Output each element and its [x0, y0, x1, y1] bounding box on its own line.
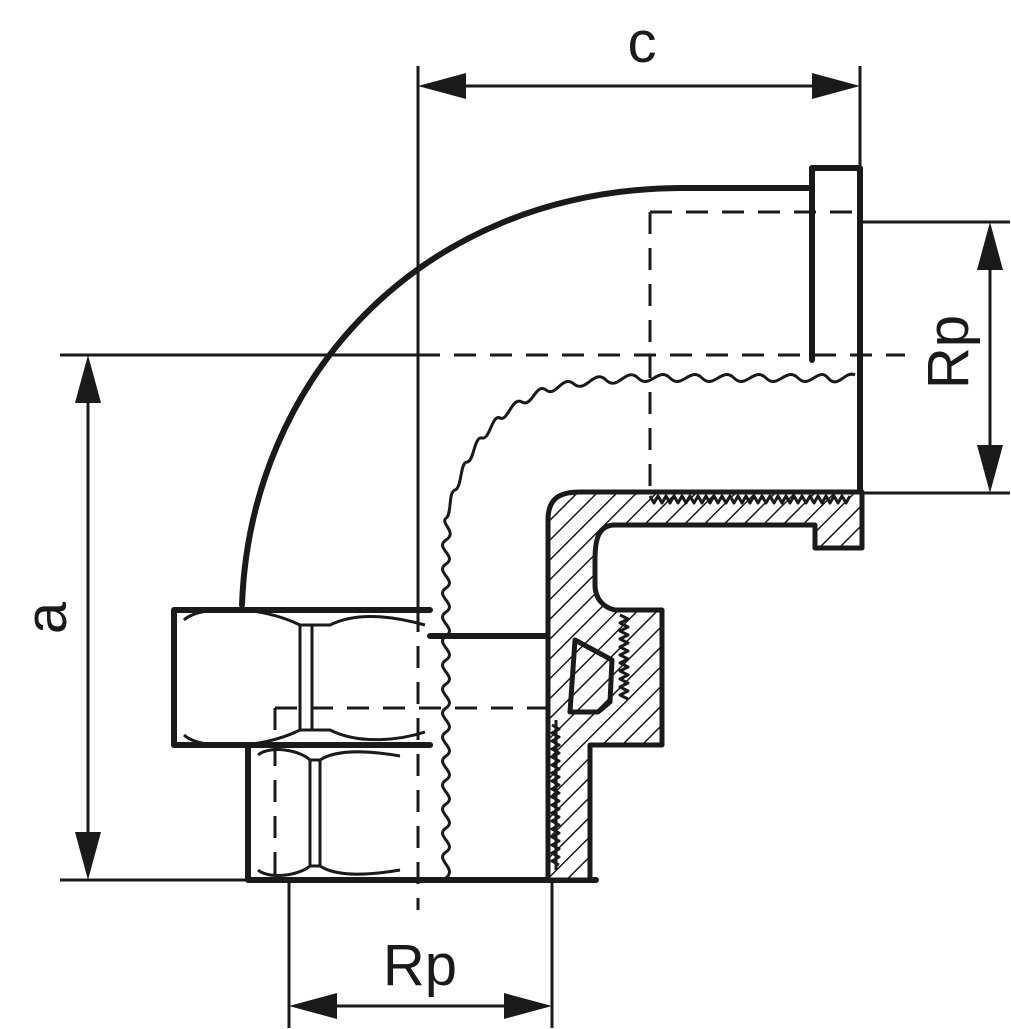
label-rp-bottom: Rp: [383, 933, 457, 998]
arrowhead-bottom: [977, 445, 1003, 493]
label-c: c: [628, 10, 657, 75]
arrowhead-bottom: [75, 832, 101, 880]
arrowhead-top: [75, 355, 101, 403]
flange-outline: [809, 165, 863, 496]
dimension-c: c: [416, 10, 862, 610]
side-thread-teeth: [618, 613, 630, 701]
dimension-rp-bottom: Rp: [287, 880, 554, 1028]
label-rp-right: Rp: [916, 315, 981, 389]
nut-lower-chamfer: [257, 748, 401, 762]
arrowhead-left: [418, 73, 466, 99]
label-a: a: [14, 601, 79, 634]
hatched-seat-insert: [567, 637, 615, 715]
nut-lower-body: [245, 742, 599, 883]
dimension-a: a: [14, 353, 418, 882]
thread-profiles: [441, 372, 856, 880]
outer-bend-arc: [239, 185, 815, 608]
section-hatching: [545, 489, 865, 883]
dimension-rp-right: Rp: [860, 220, 1010, 495]
arrowhead-top: [977, 222, 1003, 270]
nut-lower-chamfer-bottom: [257, 864, 401, 878]
top-thread-teeth: [648, 494, 852, 505]
arrowhead-right: [812, 73, 860, 99]
nut-outer-body: [171, 607, 433, 748]
centerlines: [273, 210, 905, 910]
arrowhead-right: [504, 993, 552, 1019]
curved-thread-profile: [444, 372, 856, 520]
bottom-thread-teeth: [550, 723, 561, 867]
vertical-thread-profile: [441, 516, 452, 880]
union-nut: [171, 607, 599, 883]
arrowhead-left: [289, 993, 337, 1019]
